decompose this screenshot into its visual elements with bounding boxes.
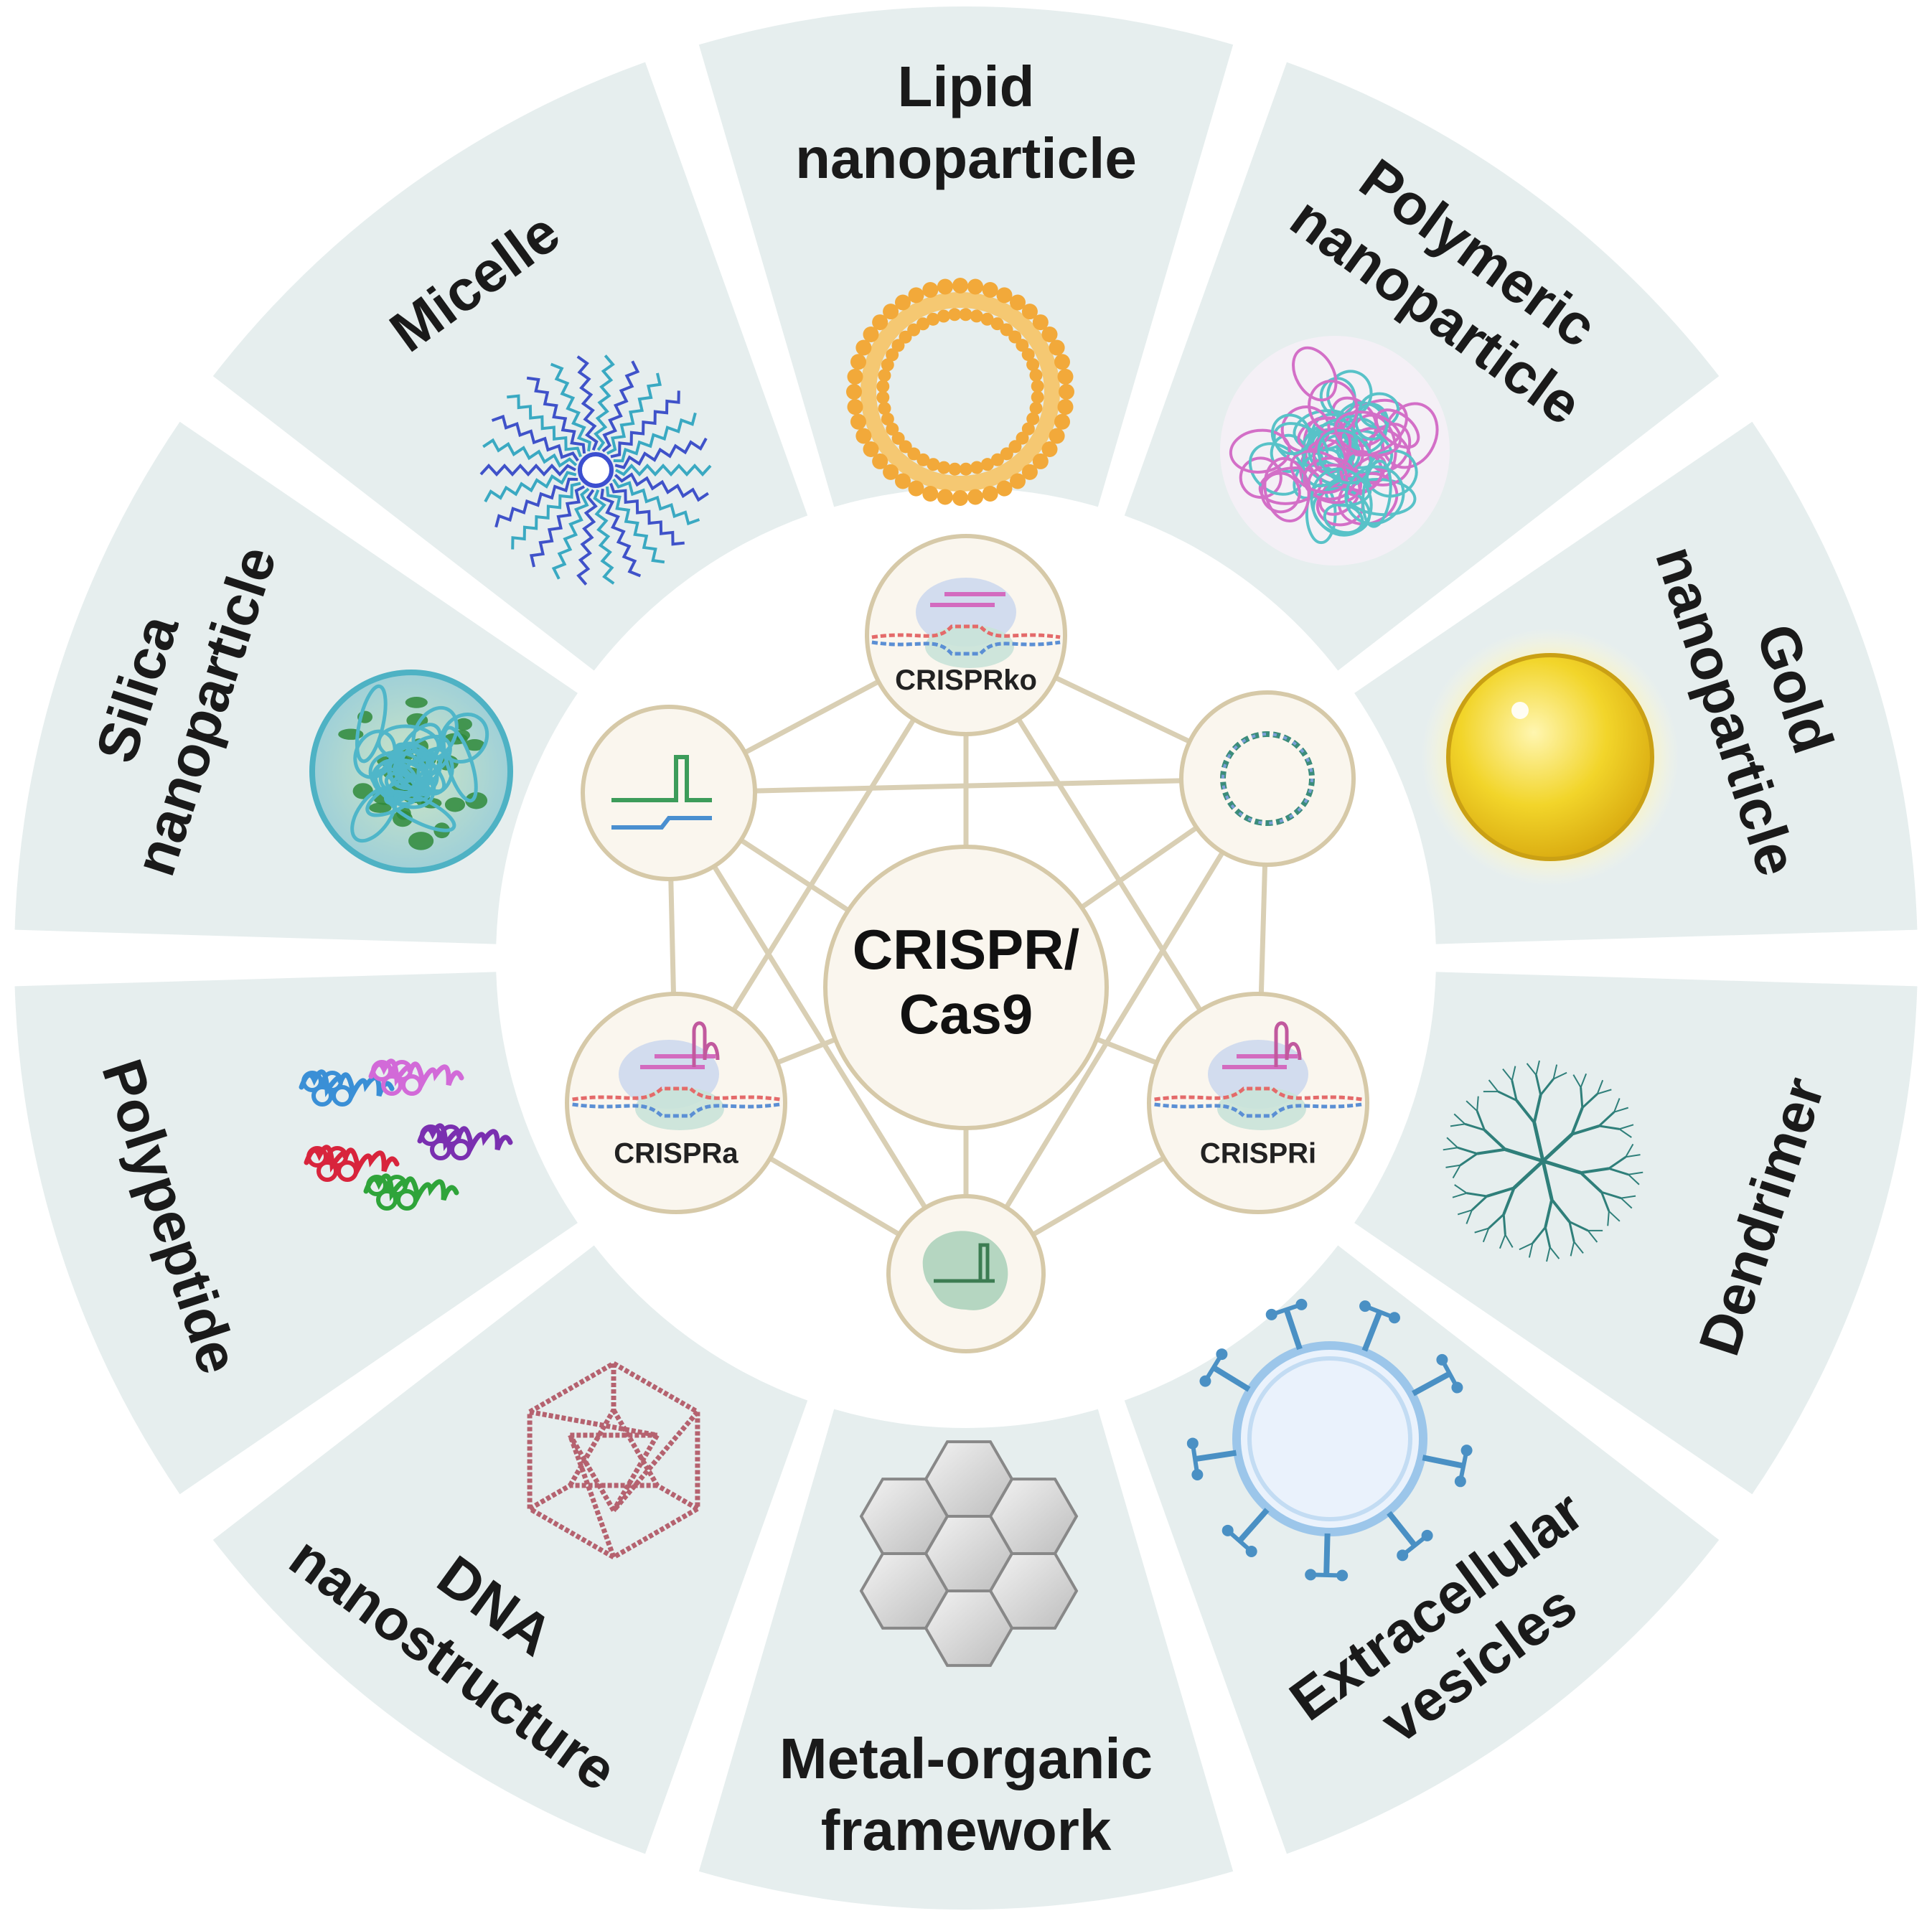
cas9-rnp-icon [922, 1231, 1008, 1310]
plasmid-icon [1220, 731, 1315, 826]
dna-icosahedron-icon [527, 1361, 700, 1560]
crispr-knockout-icon [871, 578, 1061, 668]
polypeptide-coils-icon [299, 1058, 513, 1211]
polymeric-nanoparticle-icon [1220, 336, 1450, 565]
extracellular-vesicle-icon [1186, 1298, 1473, 1582]
segment-lipid: Lipid nanoparticle [698, 6, 1234, 507]
segment-label: nanoparticle [795, 126, 1137, 190]
hub-node: CRISPR/ Cas9 [823, 845, 1109, 1130]
hub-label: CRISPR/ [853, 918, 1079, 981]
hub-label: Cas9 [899, 982, 1033, 1046]
node-label: CRISPRko [895, 665, 1037, 696]
segment-label: Lipid [897, 55, 1034, 118]
segment-dendrimer: Dendrimer [1354, 972, 1918, 1495]
crispr-interference-icon [1154, 1021, 1362, 1130]
gold-nanoparticle-icon [1421, 628, 1679, 886]
segment-micelle: Micelle [212, 62, 808, 671]
network-edge [964, 777, 1270, 1275]
micelle-icon [479, 354, 712, 586]
segment-label: framework [821, 1798, 1112, 1862]
node-rnp [886, 1194, 1046, 1353]
node-i: CRISPRi [1147, 992, 1369, 1214]
node-mrna [581, 705, 757, 881]
node-ko: CRISPRko [865, 534, 1067, 736]
mrna-sgrna-icon [611, 755, 712, 830]
hexagon-framework-icon [859, 1440, 1079, 1667]
segment-label: Metal-organic [779, 1727, 1153, 1790]
lipid-nanoparticle-icon [846, 278, 1074, 506]
crispr-activation-icon [572, 1021, 780, 1130]
segment-polypeptide: Polypeptide [14, 972, 578, 1495]
node-a: CRISPRa [565, 992, 787, 1214]
node-plasmid [1179, 690, 1356, 867]
node-label: CRISPRa [614, 1138, 738, 1170]
node-label: CRISPRi [1200, 1138, 1316, 1170]
silica-nanoparticle-icon [309, 670, 513, 873]
dendrimer-icon [1443, 1060, 1643, 1262]
network-edge [667, 792, 968, 1275]
